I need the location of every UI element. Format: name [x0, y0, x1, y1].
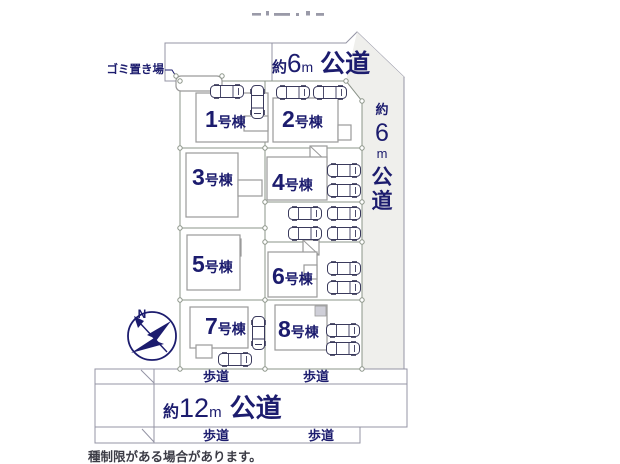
lot-8-label: 8号棟: [278, 316, 320, 342]
survey-nodes: [173, 73, 365, 372]
right-road-char: 公: [372, 166, 393, 189]
sidewalk-label: 歩道: [303, 369, 329, 384]
house-4: [266, 145, 328, 201]
house-2: [272, 97, 352, 143]
car-icon: [288, 225, 322, 242]
car-icon: [326, 340, 360, 357]
right-road-char: 道: [372, 189, 393, 213]
sidewalk-label: 歩道: [203, 428, 229, 443]
sidewalk-labels: 歩道 歩道 歩道 歩道: [203, 369, 334, 443]
car-icon: [327, 162, 361, 179]
house-3: [185, 152, 263, 218]
garbage-spot: [165, 69, 223, 92]
north-arrowhead: [134, 316, 144, 328]
lot-1-label: 1号棟: [205, 106, 247, 132]
house-8: [274, 304, 328, 351]
right-road-char: m: [377, 146, 388, 161]
houses: [185, 92, 352, 359]
sidewalk-label: 歩道: [308, 428, 334, 443]
car-icon: [250, 316, 267, 350]
car-icon: [326, 322, 360, 339]
lot-2-label: 2号棟: [282, 106, 324, 132]
house-1: [195, 92, 269, 143]
right-road: [346, 32, 405, 369]
lot-6-label: 6号棟: [272, 263, 314, 289]
sidewalk-label: 歩道: [203, 369, 229, 384]
car-icon: [327, 225, 361, 242]
survey-tick-2: [141, 428, 155, 443]
car-icon: [218, 351, 252, 368]
car-icon: [288, 205, 322, 222]
lot-5-label: 5号棟: [192, 251, 234, 277]
car-icon: [276, 84, 310, 101]
south-sidewalk-south: [94, 426, 361, 444]
compass-north-label: N: [138, 307, 147, 321]
lot-3-label: 3号棟: [192, 164, 234, 190]
lot-labels: 1号棟 2号棟 3号棟 4号棟 5号棟 6号棟 7号棟 8号棟: [192, 106, 324, 342]
car-icon: [313, 84, 347, 101]
right-road-label: 約 6 m 公 道: [372, 102, 393, 213]
right-road-char: 約: [375, 102, 388, 117]
garbage-label: ゴミ置き場: [107, 62, 165, 76]
right-road-char: 6: [375, 119, 389, 147]
car-icon: [327, 260, 361, 277]
car-icon: [210, 83, 244, 100]
car-icon: [327, 182, 361, 199]
lot-7-label: 7号棟: [205, 313, 247, 339]
house-5: [186, 234, 242, 291]
compass: N: [127, 307, 177, 361]
compass-bird-icon: [131, 321, 171, 353]
survey-tick-1: [140, 369, 155, 384]
house-7: [189, 306, 249, 359]
clipped-title-fragment: [252, 11, 324, 16]
car-icon: [327, 205, 361, 222]
restriction-note: 種制限がある場合があります。: [88, 449, 262, 464]
lot-4-label: 4号棟: [272, 169, 314, 195]
car-icon: [249, 85, 266, 119]
car-icon: [327, 279, 361, 296]
